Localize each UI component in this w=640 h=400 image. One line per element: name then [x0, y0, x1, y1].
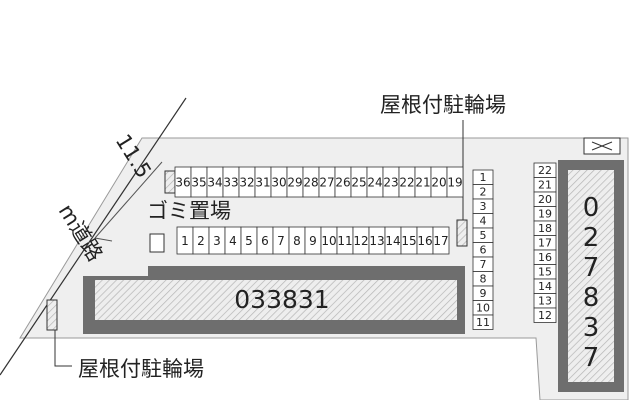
building-b-digit: 7: [583, 253, 600, 283]
parking-middle-number: 17: [433, 234, 448, 248]
parking-top-number: 34: [207, 175, 222, 189]
parking-far-right-number: 14: [538, 280, 552, 293]
parking-middle-number: 6: [261, 234, 269, 248]
bike-shelter-right-mark-2: [591, 141, 613, 151]
parking-top-number: 28: [303, 175, 318, 189]
parking-right-number: 8: [480, 273, 487, 286]
parking-right-number: 5: [480, 229, 487, 242]
parking-middle-slot: [432, 226, 450, 255]
parking-right-slot: [472, 314, 494, 330]
parking-far-right-number: 16: [538, 251, 552, 264]
parking-right-number: 4: [480, 215, 487, 228]
covered-bike-parking-label-top: 屋根付駐輪場: [380, 93, 506, 117]
building-b-digit: 0: [583, 193, 600, 223]
parking-middle-number: 12: [353, 234, 368, 248]
parking-top-number: 27: [319, 175, 334, 189]
parking-middle-number: 4: [229, 234, 237, 248]
parking-top-number: 26: [335, 175, 350, 189]
parking-top-slot: [446, 166, 464, 198]
covered-bike-parking-label-bottom: 屋根付駐輪場: [78, 357, 204, 381]
parking-middle-number: 5: [245, 234, 253, 248]
parking-middle-number: 13: [369, 234, 384, 248]
garbage-box: [149, 233, 165, 253]
road-inner-edge-2: [94, 237, 113, 242]
parking-top-number: 30: [271, 175, 286, 189]
building-b-digit: 8: [583, 283, 600, 313]
parking-middle-number: 16: [417, 234, 432, 248]
parking-top-number: 31: [255, 175, 270, 189]
parking-middle-number: 10: [321, 234, 336, 248]
parking-top-number: 20: [431, 175, 446, 189]
parking-top-number: 25: [351, 175, 366, 189]
building-b-digit: 7: [583, 343, 600, 373]
parking-far-right-number: 17: [538, 237, 552, 250]
parking-top-number: 32: [239, 175, 254, 189]
parking-right-number: 1: [480, 171, 487, 184]
parking-right-number: 11: [476, 316, 490, 329]
parking-middle-number: 8: [293, 234, 301, 248]
parking-far-right-number: 22: [538, 164, 552, 177]
parking-middle-number: 3: [213, 234, 221, 248]
parking-top-number: 22: [399, 175, 414, 189]
parking-middle-number: 14: [385, 234, 400, 248]
parking-top-number: 33: [223, 175, 238, 189]
parking-right-number: 9: [480, 287, 487, 300]
parking-far-right-number: 18: [538, 222, 552, 235]
parking-right-number: 10: [476, 302, 490, 315]
parking-far-right-number: 20: [538, 193, 552, 206]
parking-right-number: 6: [480, 244, 487, 257]
building-b-digit: 3: [583, 313, 600, 343]
leader-line-bottom: [54, 330, 72, 367]
road-edge: [0, 97, 187, 376]
parking-far-right-number: 13: [538, 295, 552, 308]
garbage-label: ゴミ置場: [147, 199, 231, 223]
parking-top-number: 19: [447, 175, 462, 189]
parking-middle-number: 1: [181, 234, 189, 248]
parking-top-number: 23: [383, 175, 398, 189]
parking-middle-number: 15: [401, 234, 416, 248]
building-b-inner: [568, 170, 614, 382]
parking-right-number: 3: [480, 200, 487, 213]
parking-top-number: 24: [367, 175, 382, 189]
parking-far-right-number: 15: [538, 266, 552, 279]
parking-far-right-number: 19: [538, 208, 552, 221]
parking-far-right-number: 12: [538, 309, 552, 322]
parking-middle-number: 7: [277, 234, 285, 248]
bike-shelter-left: [46, 299, 58, 331]
parking-far-right-number: 21: [538, 179, 552, 192]
building-b-digit: 2: [583, 223, 600, 253]
parking-middle-number: 9: [309, 234, 317, 248]
parking-middle-number: 2: [197, 234, 205, 248]
bike-shelter-top-right: [456, 219, 468, 247]
parking-top-number: 35: [191, 175, 206, 189]
parking-right-number: 7: [480, 258, 487, 271]
parking-far-right-slot: [533, 307, 557, 323]
building-a-label: 033831: [234, 285, 329, 314]
building-a-inner: [95, 280, 457, 320]
parking-top-number: 36: [175, 175, 190, 189]
parking-top-number: 29: [287, 175, 302, 189]
parking-row-top-end: [164, 170, 176, 194]
parking-middle-number: 11: [337, 234, 352, 248]
parking-top-number: 21: [415, 175, 430, 189]
parking-right-number: 2: [480, 186, 487, 199]
road-inner-edge: [94, 161, 163, 239]
